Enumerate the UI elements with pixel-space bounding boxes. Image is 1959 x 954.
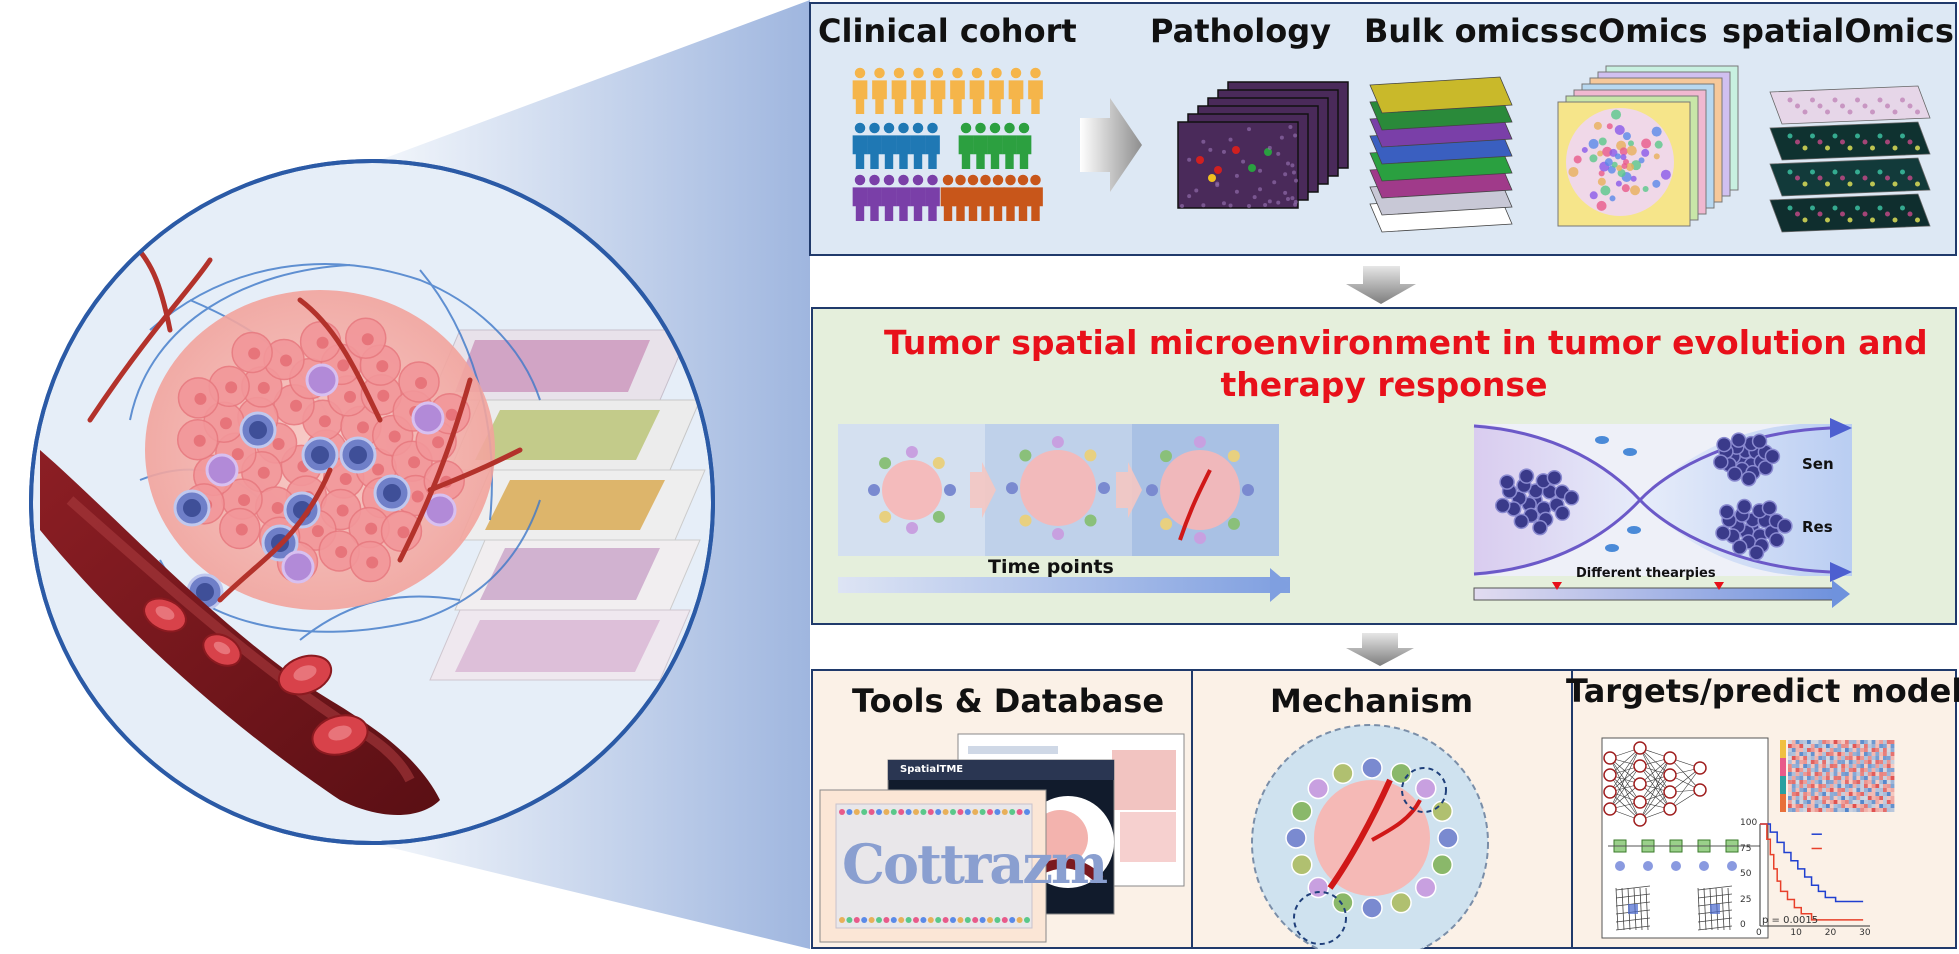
- cottrazm-logo: Cottrazm: [842, 832, 1108, 896]
- tools-screenshots: [819, 733, 1185, 943]
- down-arrow-icon: [1346, 633, 1414, 666]
- km-pvalue: p = 0.0015: [1762, 915, 1819, 926]
- therapies-label: Different thearpies: [1576, 566, 1716, 581]
- prediction-model-figure: [1601, 737, 1895, 939]
- km-x-tick: 30: [1859, 928, 1871, 938]
- bulk-omics-layers-icon: [1369, 76, 1513, 233]
- km-y-tick: 25: [1740, 894, 1752, 905]
- mechanism-title: Mechanism: [1270, 682, 1474, 720]
- targets-model-title: Targets/predict model: [1566, 672, 1959, 710]
- km-y-tick: 100: [1740, 818, 1758, 828]
- tumor-tissue-illustration: [29, 159, 715, 845]
- sensitive-label: Sen: [1802, 455, 1834, 473]
- km-x-tick: 0: [1756, 928, 1762, 938]
- scomics-layers-icon: [1557, 65, 1739, 227]
- time-points-label: Time points: [988, 556, 1114, 578]
- cohort-arrow-icon: [1080, 98, 1142, 192]
- app-window-title: SpatialTME: [900, 764, 964, 775]
- pathology-slides-icon: [1177, 81, 1349, 209]
- km-x-tick: 10: [1790, 928, 1802, 938]
- therapy-response-diagram: [1473, 418, 1852, 608]
- header-bulk-omics: Bulk omics: [1364, 12, 1559, 50]
- header-scomics: scOmics: [1560, 12, 1708, 50]
- km-y-tick: 50: [1740, 869, 1752, 879]
- header-clinical-cohort: Clinical cohort: [818, 12, 1077, 50]
- microenvironment-title-line1: Tumor spatial microenvironment in tumor …: [884, 323, 1928, 362]
- km-x-tick: 20: [1824, 928, 1837, 938]
- spatialomics-layers-icon: [1769, 85, 1931, 233]
- mechanism-illustration: [1251, 724, 1489, 954]
- clinical-cohort-people-icon: [852, 67, 1043, 221]
- km-y-tick: 0: [1740, 920, 1746, 930]
- km-y-tick: 75: [1740, 843, 1752, 854]
- header-spatialomics: spatialOmics: [1722, 12, 1954, 50]
- microenvironment-title-line2: therapy response: [1220, 365, 1548, 404]
- time-points-illustration: [838, 424, 1290, 602]
- tools-database-title: Tools & Database: [852, 682, 1165, 720]
- resistant-label: Res: [1802, 518, 1833, 536]
- header-pathology: Pathology: [1150, 12, 1331, 50]
- down-arrow-icon: [1346, 266, 1416, 304]
